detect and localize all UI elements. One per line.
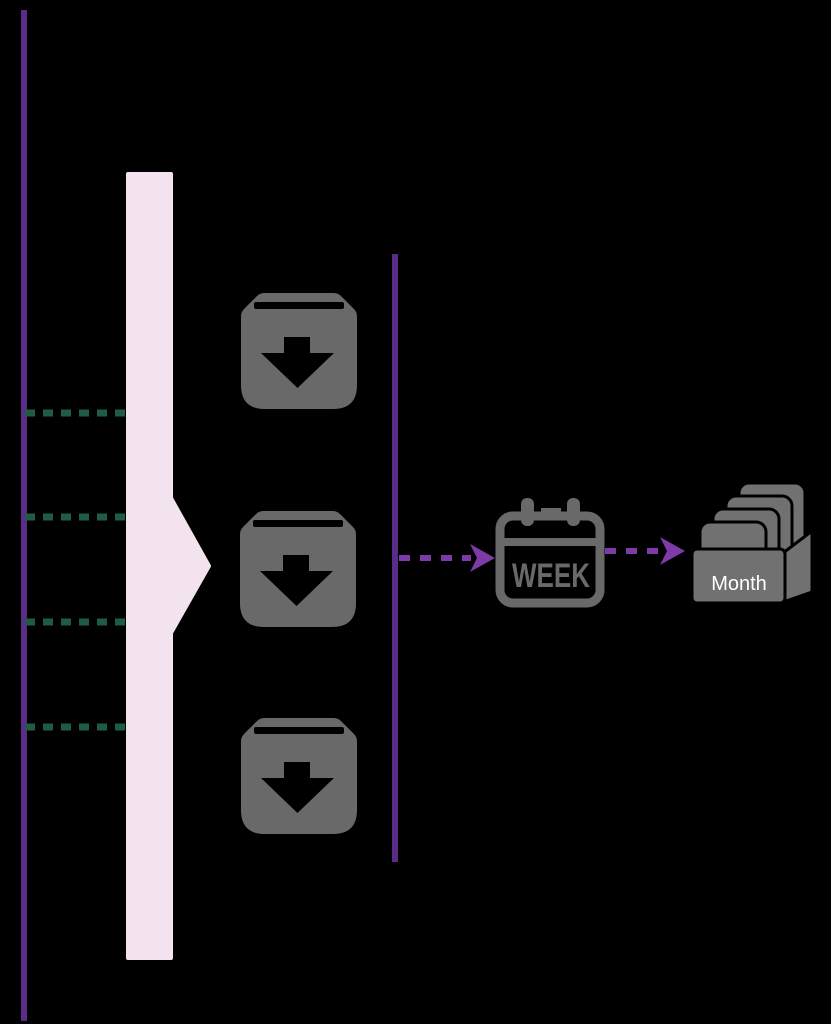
calendar-header-separator <box>496 538 604 546</box>
calendar-peg-dash <box>541 508 561 515</box>
calendar-week-icon: WEEK <box>495 498 605 608</box>
inbox-archive-down-icon <box>241 718 357 834</box>
week-flow-arrow <box>399 544 495 572</box>
inbox-archive-down-icon <box>240 511 356 627</box>
week-label: WEEK <box>512 557 590 595</box>
month-label: Month <box>711 573 767 595</box>
collection-axis-line <box>392 254 398 862</box>
month-flow-arrow <box>605 537 685 565</box>
box-front <box>690 547 787 605</box>
calendar-peg-left <box>521 498 534 526</box>
calendar-peg-right <box>567 498 580 526</box>
capture-funnel-bar <box>126 172 211 960</box>
capture-tick-group <box>25 409 127 731</box>
calendar-outline <box>495 511 605 608</box>
arrowhead-icon <box>470 544 495 572</box>
timeline-axis-line <box>21 10 27 1021</box>
card-file-box-icon: Month <box>690 481 814 605</box>
arrowhead-icon <box>660 537 685 565</box>
inbox-archive-down-icon <box>241 293 357 409</box>
